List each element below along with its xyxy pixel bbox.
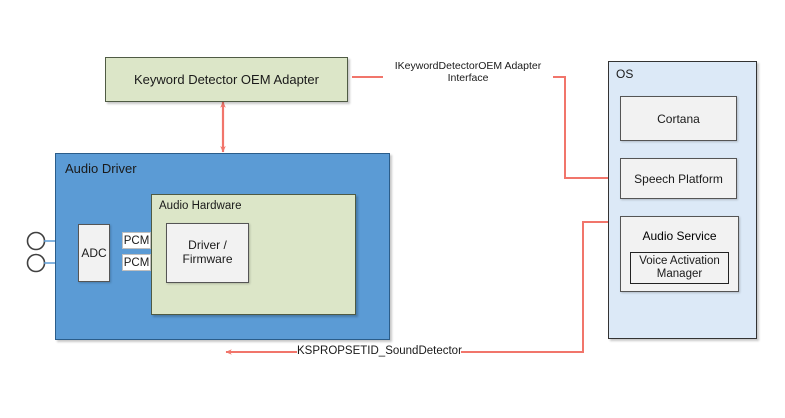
ksproperty-label-text: KSPROPSETID_SoundDetector [297,345,462,357]
voice-activation-manager-label-line1: Voice Activation [639,254,720,267]
voice-activation-manager-box[interactable]: Voice Activation Manager [630,252,729,284]
pcm-bottom-label: PCM [123,256,150,269]
ikeyword-interface-label-line2: Interface [447,72,489,85]
pcm-top-label: PCM [123,234,150,247]
cortana-box[interactable]: Cortana [620,96,737,141]
ikeyword-interface-label-line1: IKeywordDetectorOEM Adapter [394,60,542,72]
audio-service-label: Audio Service [642,229,717,243]
audio-hardware-label: Audio Hardware [159,200,242,212]
pcm-bottom-label-chip: PCM [122,254,151,271]
adc-box[interactable]: ADC [78,224,110,282]
keyword-detector-oem-adapter-box[interactable]: Keyword Detector OEM Adapter [105,57,348,102]
ksproperty-label: KSPROPSETID_SoundDetector [297,345,462,359]
pcm-top-label-chip: PCM [122,232,151,249]
keyword-detector-oem-adapter-label: Keyword Detector OEM Adapter [134,72,319,87]
speech-platform-label: Speech Platform [634,171,723,186]
os-label: OS [616,67,634,81]
driver-firmware-label-line1: Driver / [188,238,227,253]
adc-label: ADC [81,246,107,260]
driver-firmware-label-line2: Firmware [182,252,233,266]
driver-firmware-box[interactable]: Driver / Firmware [166,223,249,283]
voice-activation-manager-label-line2: Manager [656,268,703,280]
ikeyword-interface-label: IKeywordDetectorOEM Adapter Interface [383,60,553,85]
cortana-label: Cortana [657,111,700,126]
audio-driver-label: Audio Driver [65,161,137,176]
ikeyword-interface-connector [352,76,617,181]
audio-service-box[interactable]: Audio Service Voice Activation Manager [620,216,739,292]
speech-platform-box[interactable]: Speech Platform [620,158,737,199]
